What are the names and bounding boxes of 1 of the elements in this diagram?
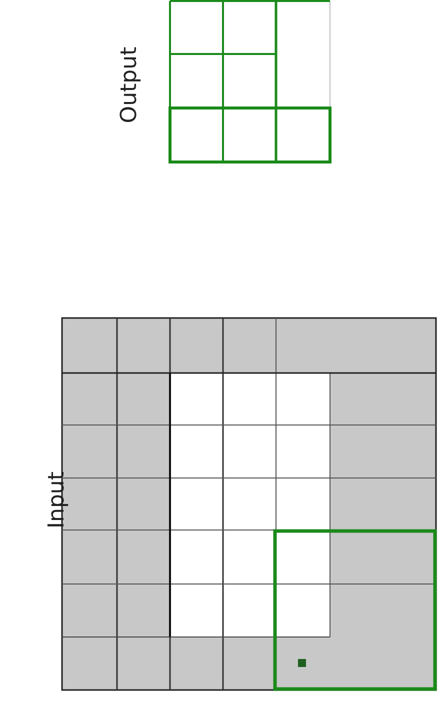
axis-label: Output	[119, 46, 141, 124]
